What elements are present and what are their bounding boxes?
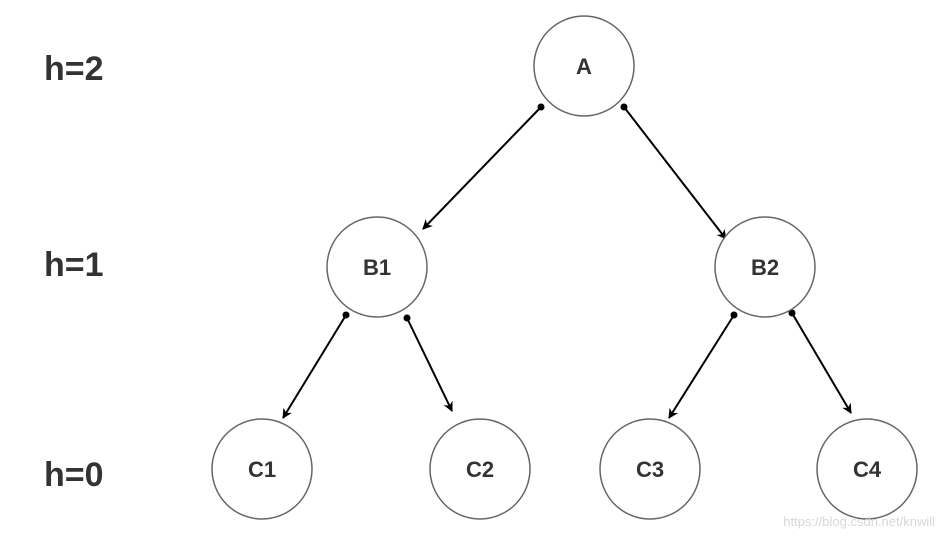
node-c3: C3 bbox=[599, 418, 701, 520]
node-c4-label: C4 bbox=[853, 457, 882, 482]
node-c4-circle bbox=[816, 418, 918, 520]
node-c4: C4 bbox=[816, 418, 918, 520]
node-c1-label: C1 bbox=[248, 457, 276, 482]
node-c3-circle bbox=[599, 418, 701, 520]
node-b1-circle bbox=[326, 216, 428, 318]
node-b2: B2 bbox=[714, 216, 816, 318]
node-a-label: A bbox=[576, 54, 592, 79]
edge-b2-c4 bbox=[791, 312, 852, 414]
level-label-h1: h=1 bbox=[44, 246, 104, 284]
edge-b2-c4-start-dot bbox=[788, 309, 796, 317]
node-c1-circle bbox=[211, 418, 313, 520]
node-c2-label: C2 bbox=[466, 457, 494, 482]
node-a: A bbox=[533, 15, 635, 117]
edge-a-b1-start-dot bbox=[537, 103, 545, 111]
node-b2-label: B2 bbox=[751, 255, 779, 280]
edge-b1-c2 bbox=[406, 317, 453, 412]
node-a-circle bbox=[533, 15, 635, 117]
edge-b1-c1-start-dot bbox=[342, 311, 350, 319]
node-c2: C2 bbox=[429, 418, 531, 520]
node-c2-circle bbox=[429, 418, 531, 520]
edge-b1-c2-start-dot bbox=[403, 314, 411, 322]
node-b2-circle bbox=[714, 216, 816, 318]
node-c1: C1 bbox=[211, 418, 313, 520]
node-b1: B1 bbox=[326, 216, 428, 318]
edge-b1-c1 bbox=[282, 314, 347, 419]
level-label-h0: h=0 bbox=[44, 456, 104, 494]
watermark: https://blog.csdn.net/knwill bbox=[783, 514, 935, 529]
edge-a-b2 bbox=[623, 106, 727, 240]
node-b1-label: B1 bbox=[363, 255, 391, 280]
node-c3-label: C3 bbox=[636, 457, 664, 482]
edge-b2-c3 bbox=[668, 314, 735, 419]
edge-b2-c3-start-dot bbox=[730, 311, 738, 319]
level-label-h2: h=2 bbox=[44, 50, 104, 88]
edge-a-b1 bbox=[422, 106, 542, 230]
edge-a-b2-start-dot bbox=[620, 103, 628, 111]
edges bbox=[282, 103, 852, 419]
